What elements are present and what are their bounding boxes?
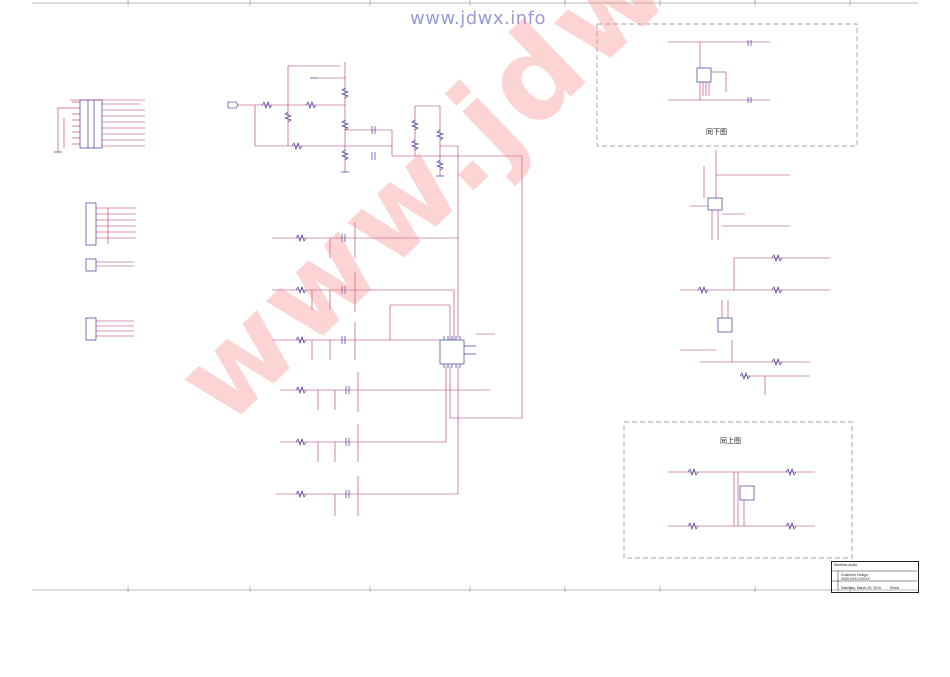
input-stage xyxy=(227,62,523,418)
channel-2 xyxy=(272,272,455,340)
title-block-line2: Customer Design xyxy=(841,573,869,577)
channel-1 xyxy=(272,222,458,258)
mux-ic xyxy=(439,336,476,368)
title-block-date: Saturday, March 20, 2010 xyxy=(841,586,882,590)
watermark-url: www.jdwx.info xyxy=(410,8,547,29)
title-block-line3: 0000-XXX-XXXXX xyxy=(841,577,870,581)
upper-box-circuit xyxy=(668,40,770,103)
title-block-title: Wireless Audio xyxy=(834,563,858,567)
right-column-circuit xyxy=(680,150,830,395)
channel-6 xyxy=(276,366,459,516)
connector-j1 xyxy=(54,99,145,153)
channel-4 xyxy=(280,366,522,419)
title-block-sheet: Sheet xyxy=(890,586,900,590)
lower-box-circuit xyxy=(668,468,815,530)
channel-5 xyxy=(280,366,447,462)
title-block: Wireless Audio Customer Design 0000-XXX-… xyxy=(831,561,919,593)
channel-3 xyxy=(272,304,451,360)
lower-box-label: 同上图 xyxy=(720,437,741,445)
upper-box-label: 同下图 xyxy=(706,128,727,136)
resistors-top xyxy=(261,87,444,177)
connector-p1 xyxy=(85,202,136,341)
